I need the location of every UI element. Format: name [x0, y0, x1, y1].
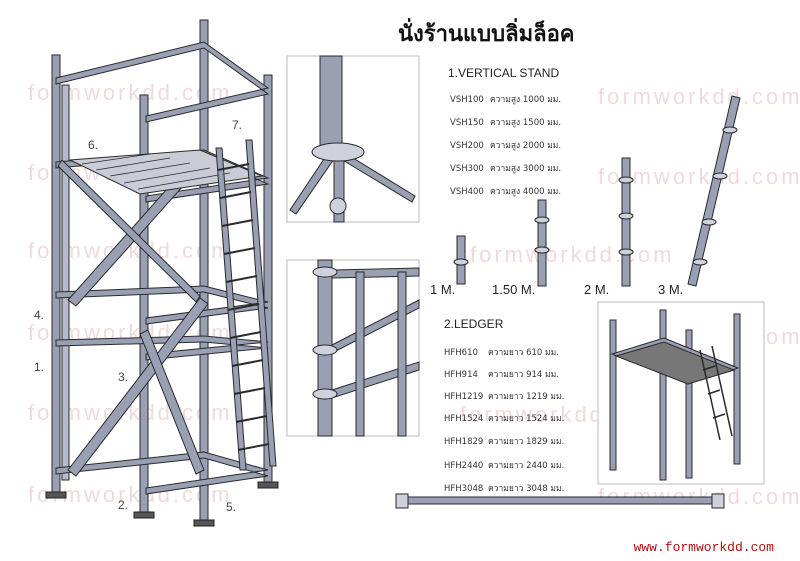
- base-jack: [193, 519, 215, 527]
- vertical-post: [61, 84, 70, 481]
- platform-deck: [68, 149, 264, 195]
- callout-1: 1.: [33, 360, 44, 374]
- base-jack: [257, 481, 279, 489]
- vertical-stand-2m: [621, 157, 631, 287]
- callout-3: 3.: [117, 370, 128, 384]
- callout-4: 4.: [33, 308, 44, 322]
- ledger-heading: 2.LEDGER: [444, 317, 504, 331]
- diagonal-brace: [139, 329, 205, 475]
- base-jack: [45, 491, 67, 499]
- vertical-post: [199, 19, 209, 526]
- middle-ledger: [55, 335, 269, 361]
- base-jack: [133, 511, 155, 519]
- callout-5: 5.: [225, 500, 236, 514]
- ledger-detail-frame: [286, 259, 420, 437]
- watermark: formworkdd.com: [598, 84, 800, 109]
- vertical-stand-1-5m: [537, 199, 547, 287]
- callout-2: 2.: [117, 498, 128, 512]
- vertical-post: [51, 54, 61, 496]
- callout-7: 7.: [231, 118, 242, 132]
- watermark: formworkdd.com: [598, 164, 800, 189]
- ledger-bar: [403, 496, 717, 505]
- callout-6: 6.: [87, 138, 98, 152]
- top-guardrail: [55, 41, 270, 123]
- page-title: นั่งร้านแบบลิ่มล็อค: [398, 22, 575, 47]
- size-label-3m: 3 M.: [658, 282, 684, 297]
- website-url[interactable]: www.formworkdd.com: [633, 540, 774, 555]
- base-ledger: [55, 451, 269, 495]
- watermark: formworkdd.com: [470, 242, 675, 267]
- size-label-1-5m: 1.50 M.: [492, 282, 536, 297]
- size-label-1m: 1 M.: [430, 282, 456, 297]
- vertical-stand-3m: [687, 95, 741, 287]
- size-label-2m: 2 M.: [584, 282, 610, 297]
- vertical-stand-heading: 1.VERTICAL STAND: [448, 66, 560, 80]
- diagonal-brace: [57, 159, 201, 303]
- middle-ledger: [55, 285, 269, 325]
